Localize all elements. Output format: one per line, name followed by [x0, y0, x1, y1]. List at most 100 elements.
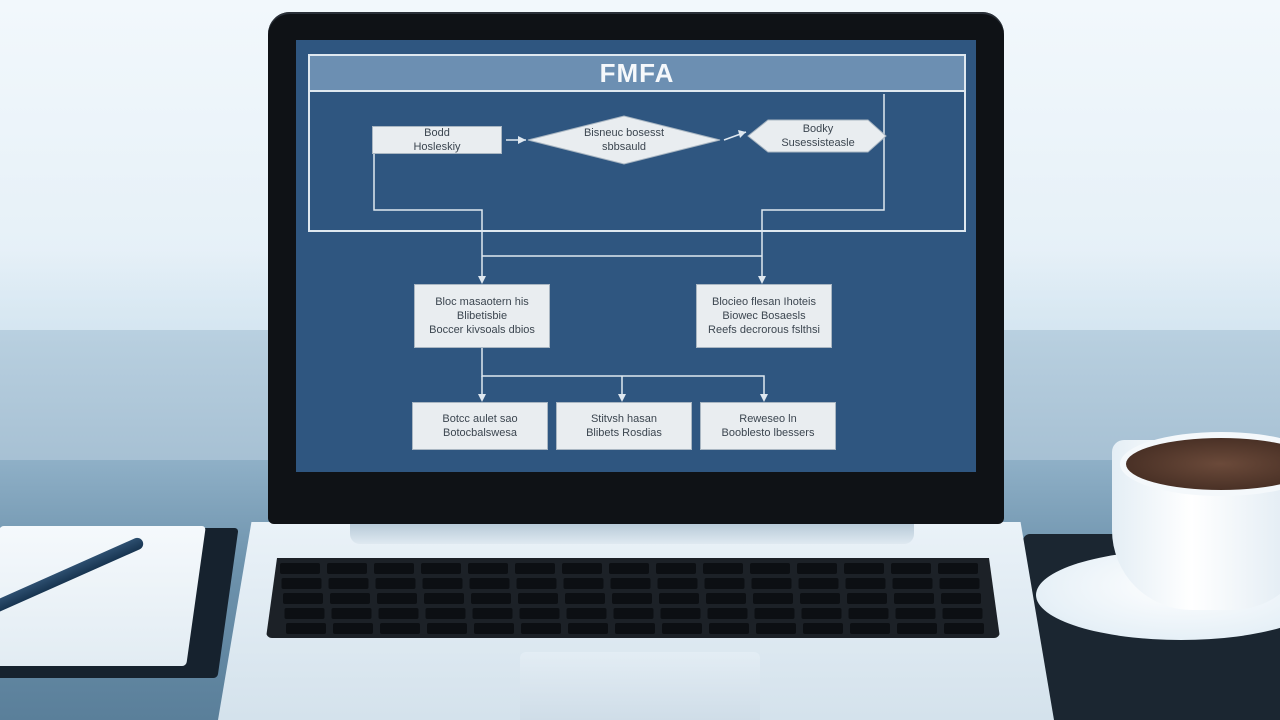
- keyboard-key: [422, 578, 463, 589]
- node-bottom-2-line2: Blibets Rosdias: [586, 427, 662, 439]
- keyboard-key: [472, 608, 513, 619]
- keyboard-key: [845, 578, 886, 589]
- keyboard-key: [750, 563, 790, 574]
- node-middle-right: Blocieo flesan Ihoteis Biowec Bosaesls R…: [696, 284, 832, 348]
- keyboard-key: [751, 578, 792, 589]
- keyboard-key: [944, 623, 984, 634]
- keyboard-key: [425, 608, 466, 619]
- keyboard-key: [284, 608, 325, 619]
- keyboard-key: [563, 578, 604, 589]
- laptop-hinge: [350, 524, 914, 544]
- keyboard-key: [516, 578, 557, 589]
- node-bottom-2: Stitvsh hasan Blibets Rosdias: [556, 402, 692, 450]
- keyboard-key: [568, 623, 608, 634]
- keyboard-key: [377, 593, 417, 604]
- keyboard-key: [374, 563, 414, 574]
- flowchart-title-text: FMFA: [599, 57, 675, 88]
- keyboard-key: [566, 608, 607, 619]
- keyboard-key: [703, 563, 743, 574]
- node-bottom-2-line1: Stitvsh hasan: [590, 413, 658, 425]
- keyboard-key: [660, 608, 701, 619]
- keyboard-key: [610, 578, 651, 589]
- node-middle-left: Bloc masaotern his Blibetisbie Boccer ki…: [414, 284, 550, 348]
- keyboard-key: [938, 563, 978, 574]
- node-diamond-line1: Bisneuc bosesst: [583, 127, 665, 139]
- keyboard-key: [613, 608, 654, 619]
- keyboard-key: [798, 578, 839, 589]
- keyboard-key: [891, 563, 931, 574]
- flowchart-title: FMFA: [308, 54, 966, 92]
- keyboard-key: [427, 623, 467, 634]
- node-hexagon: Bodky Susessisteasle: [766, 122, 870, 150]
- keyboard-key: [797, 563, 837, 574]
- keyboard-key: [515, 563, 555, 574]
- keyboard-key: [656, 563, 696, 574]
- keyboard-key: [474, 623, 514, 634]
- keyboard-keys: [280, 563, 984, 634]
- keyboard-key: [844, 563, 884, 574]
- node-bottom-1: Botcc aulet sao Botocbalswesa: [412, 402, 548, 450]
- node-middle-right-line3: Reefs decrorous fslthsi: [708, 324, 820, 336]
- node-top-left-line2: Hosleskiy: [413, 141, 461, 153]
- node-middle-right-line1: Blocieo flesan Ihoteis: [712, 296, 816, 308]
- keyboard-key: [609, 563, 649, 574]
- node-bottom-1-line1: Botcc aulet sao: [442, 413, 518, 425]
- keyboard-key: [707, 608, 748, 619]
- flowchart-connectors: [373, 94, 887, 402]
- flowchart: FMFA Bodd Hosleskiy Bisneuc bosesst sbbs…: [296, 40, 976, 472]
- keyboard-key: [704, 578, 745, 589]
- keyboard-key: [421, 563, 461, 574]
- node-middle-left-line2: Blibetisbie: [456, 310, 508, 322]
- node-middle-left-line3: Boccer kivsoals dbios: [429, 324, 535, 336]
- keyboard-key: [709, 623, 749, 634]
- keyboard-key: [615, 623, 655, 634]
- flowchart-frame: [308, 90, 966, 232]
- keyboard-key: [662, 623, 702, 634]
- coffee: [1120, 432, 1280, 496]
- keyboard-key: [892, 578, 933, 589]
- keyboard-key: [612, 593, 652, 604]
- keyboard-key: [562, 563, 602, 574]
- keyboard-key: [283, 593, 323, 604]
- keyboard-key: [801, 608, 842, 619]
- keyboard-key: [706, 593, 746, 604]
- node-top-left: Bodd Hosleskiy: [372, 126, 502, 154]
- keyboard-key: [565, 593, 605, 604]
- keyboard-key: [803, 623, 843, 634]
- keyboard-key: [330, 593, 370, 604]
- keyboard-key: [280, 563, 320, 574]
- keyboard-key: [753, 593, 793, 604]
- keyboard-key: [519, 608, 560, 619]
- node-top-left-line1: Bodd: [424, 127, 450, 139]
- laptop-keyboard: [266, 558, 1000, 638]
- keyboard-key: [378, 608, 419, 619]
- keyboard-key: [897, 623, 937, 634]
- keyboard-key: [659, 593, 699, 604]
- keyboard-key: [657, 578, 698, 589]
- keyboard-key: [286, 623, 326, 634]
- keyboard-key: [754, 608, 795, 619]
- node-bottom-3-line1: Reweseo ln: [739, 413, 797, 425]
- keyboard-key: [942, 608, 983, 619]
- node-diamond: Bisneuc bosesst sbbsauld: [558, 126, 690, 154]
- node-bottom-1-line2: Botocbalswesa: [443, 427, 517, 439]
- keyboard-key: [939, 578, 980, 589]
- keyboard-key: [800, 593, 840, 604]
- keyboard-key: [471, 593, 511, 604]
- node-bottom-3-line2: Booblesto lbessers: [721, 427, 815, 439]
- keyboard-key: [327, 563, 367, 574]
- laptop-screen: FMFA Bodd Hosleskiy Bisneuc bosesst sbbs…: [296, 40, 976, 472]
- keyboard-key: [375, 578, 416, 589]
- node-bottom-3: Reweseo ln Booblesto lbessers: [700, 402, 836, 450]
- keyboard-key: [894, 593, 934, 604]
- keyboard-key: [518, 593, 558, 604]
- keyboard-key: [468, 563, 508, 574]
- keyboard-key: [424, 593, 464, 604]
- keyboard-key: [281, 578, 322, 589]
- keyboard-key: [941, 593, 981, 604]
- keyboard-key: [847, 593, 887, 604]
- laptop-trackpad: [520, 652, 760, 720]
- keyboard-key: [850, 623, 890, 634]
- node-hexagon-line2: Susessisteasle: [781, 137, 855, 149]
- keyboard-key: [333, 623, 373, 634]
